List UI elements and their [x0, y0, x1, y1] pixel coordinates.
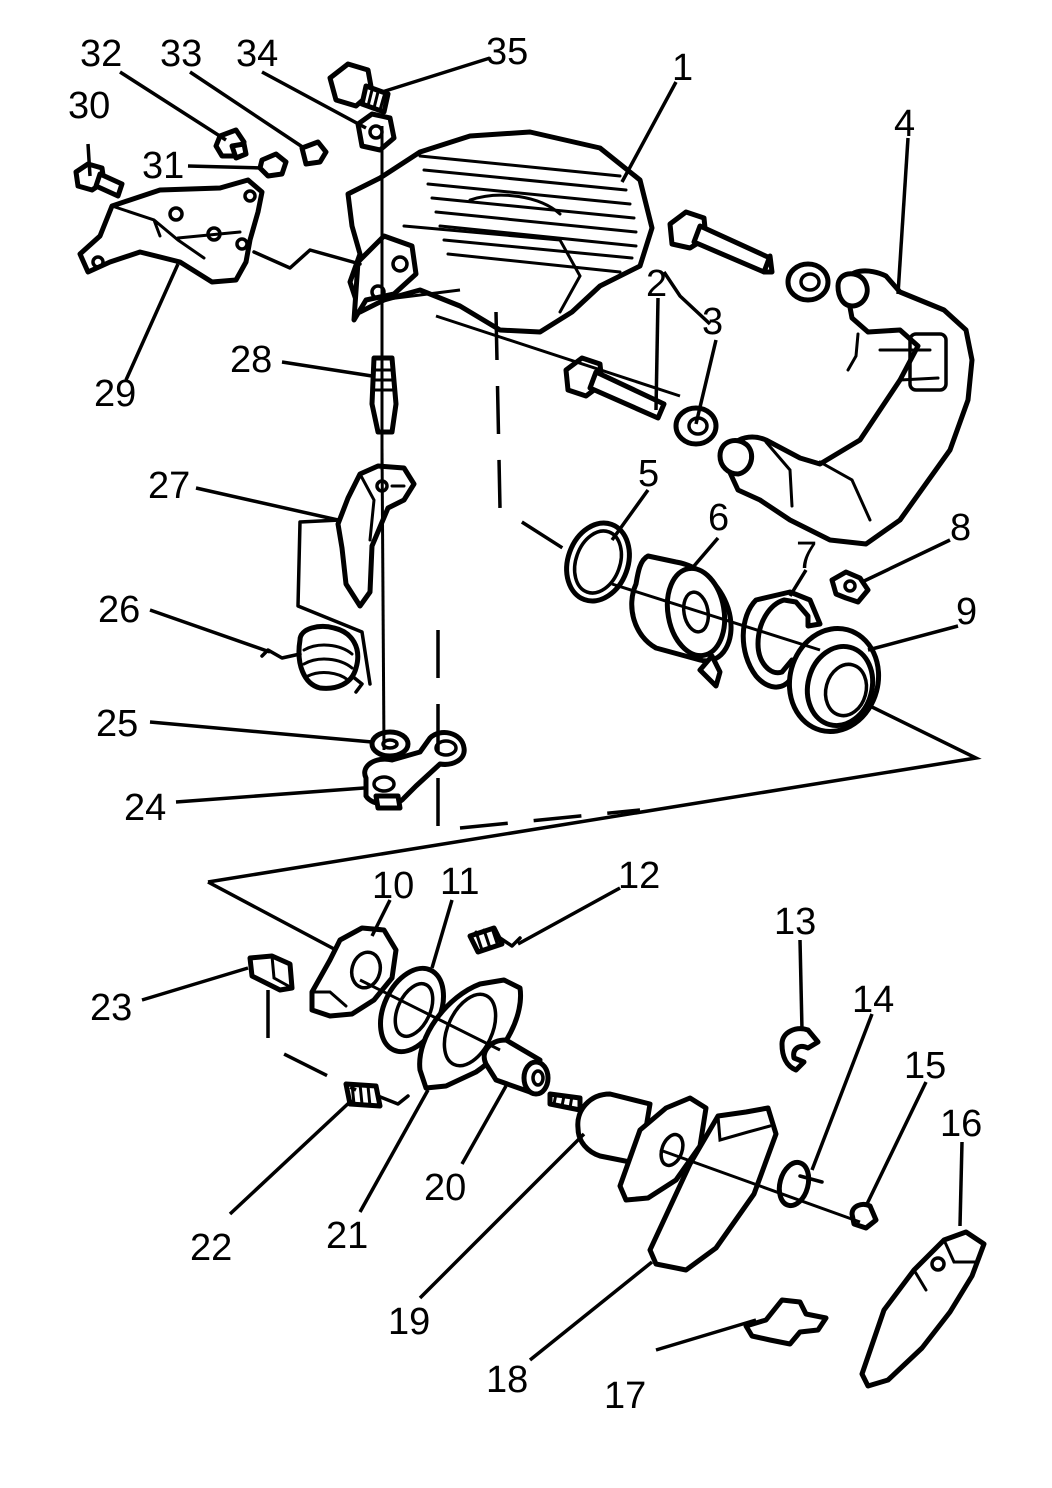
alignment-lines — [207, 126, 982, 1224]
part-7-clip — [697, 589, 823, 690]
part-31-plug — [257, 151, 289, 179]
leader-lines — [86, 56, 964, 1362]
callout-1: 1 — [672, 47, 693, 89]
part-28-bleeder — [369, 355, 399, 435]
part-35-bolt — [327, 61, 391, 115]
callout-21: 21 — [326, 1215, 368, 1257]
callout-28: 28 — [230, 339, 272, 381]
callout-20: 20 — [424, 1167, 466, 1209]
part-20-sleeve — [481, 1037, 551, 1097]
callout-10: 10 — [372, 865, 414, 907]
callout-3: 3 — [702, 301, 723, 343]
part-13-clip — [779, 1026, 821, 1073]
callout-9: 9 — [956, 591, 977, 633]
part-9-boot — [786, 625, 882, 735]
part-3-bushing-upper — [785, 261, 831, 303]
part-12-spring — [467, 925, 522, 955]
callout-2: 2 — [646, 263, 667, 305]
part-16-outer-pad — [859, 1229, 987, 1389]
part-2-guide-pin-lower — [563, 355, 667, 421]
callout-11: 11 — [440, 861, 479, 903]
callout-17: 17 — [604, 1375, 646, 1417]
part-26-return-spring — [260, 624, 364, 694]
callout-13: 13 — [774, 901, 816, 943]
part-34-nut — [355, 111, 397, 153]
callout-19: 19 — [388, 1301, 430, 1343]
callout-14: 14 — [852, 979, 894, 1021]
part-6-piston — [629, 553, 734, 664]
part-8-clip — [829, 569, 871, 605]
callout-25: 25 — [96, 703, 138, 745]
callout-7: 7 — [796, 535, 817, 577]
callout-4: 4 — [894, 103, 915, 145]
callout-16: 16 — [940, 1103, 982, 1145]
callout-6: 6 — [708, 497, 729, 539]
part-4-mounting-bracket — [717, 268, 975, 547]
part-2-guide-pin-upper — [667, 209, 775, 275]
callout-18: 18 — [486, 1359, 528, 1401]
part-32-plug — [213, 127, 249, 161]
callout-5: 5 — [638, 453, 659, 495]
part-22-spring — [343, 1081, 410, 1109]
part-17-clip — [743, 1297, 829, 1347]
callout-33: 33 — [160, 33, 202, 75]
part-5-piston-seal — [564, 520, 632, 604]
callout-24: 24 — [124, 787, 166, 829]
part-29-bracket — [77, 177, 265, 285]
part-19-actuator — [547, 1091, 709, 1203]
callout-26: 26 — [98, 589, 140, 631]
callout-35: 35 — [486, 31, 528, 73]
callout-31: 31 — [142, 145, 184, 187]
part-15-cap — [849, 1201, 879, 1231]
part-23-key — [247, 953, 295, 993]
callout-23: 23 — [90, 987, 132, 1029]
callout-30: 30 — [68, 85, 110, 127]
callout-27: 27 — [148, 465, 190, 507]
callout-32: 32 — [80, 33, 122, 75]
part-18-inner-pad — [647, 1105, 779, 1273]
part-1-caliper-housing — [345, 129, 655, 335]
callout-12: 12 — [618, 855, 660, 897]
part-30-bolt — [73, 161, 125, 199]
part-33-plug — [299, 139, 329, 167]
part-10-plate — [309, 925, 399, 1019]
part-25-washer — [369, 729, 411, 759]
callout-15: 15 — [904, 1045, 946, 1087]
callout-29: 29 — [94, 373, 136, 415]
callout-8: 8 — [950, 507, 971, 549]
callout-labels: 1 2 3 4 5 6 7 8 9 10 11 12 13 14 15 16 1… — [68, 31, 982, 1417]
part-27-lever — [335, 463, 417, 609]
callout-34: 34 — [236, 33, 278, 75]
callout-22: 22 — [190, 1227, 232, 1269]
part-3-bushing-lower — [673, 405, 719, 447]
